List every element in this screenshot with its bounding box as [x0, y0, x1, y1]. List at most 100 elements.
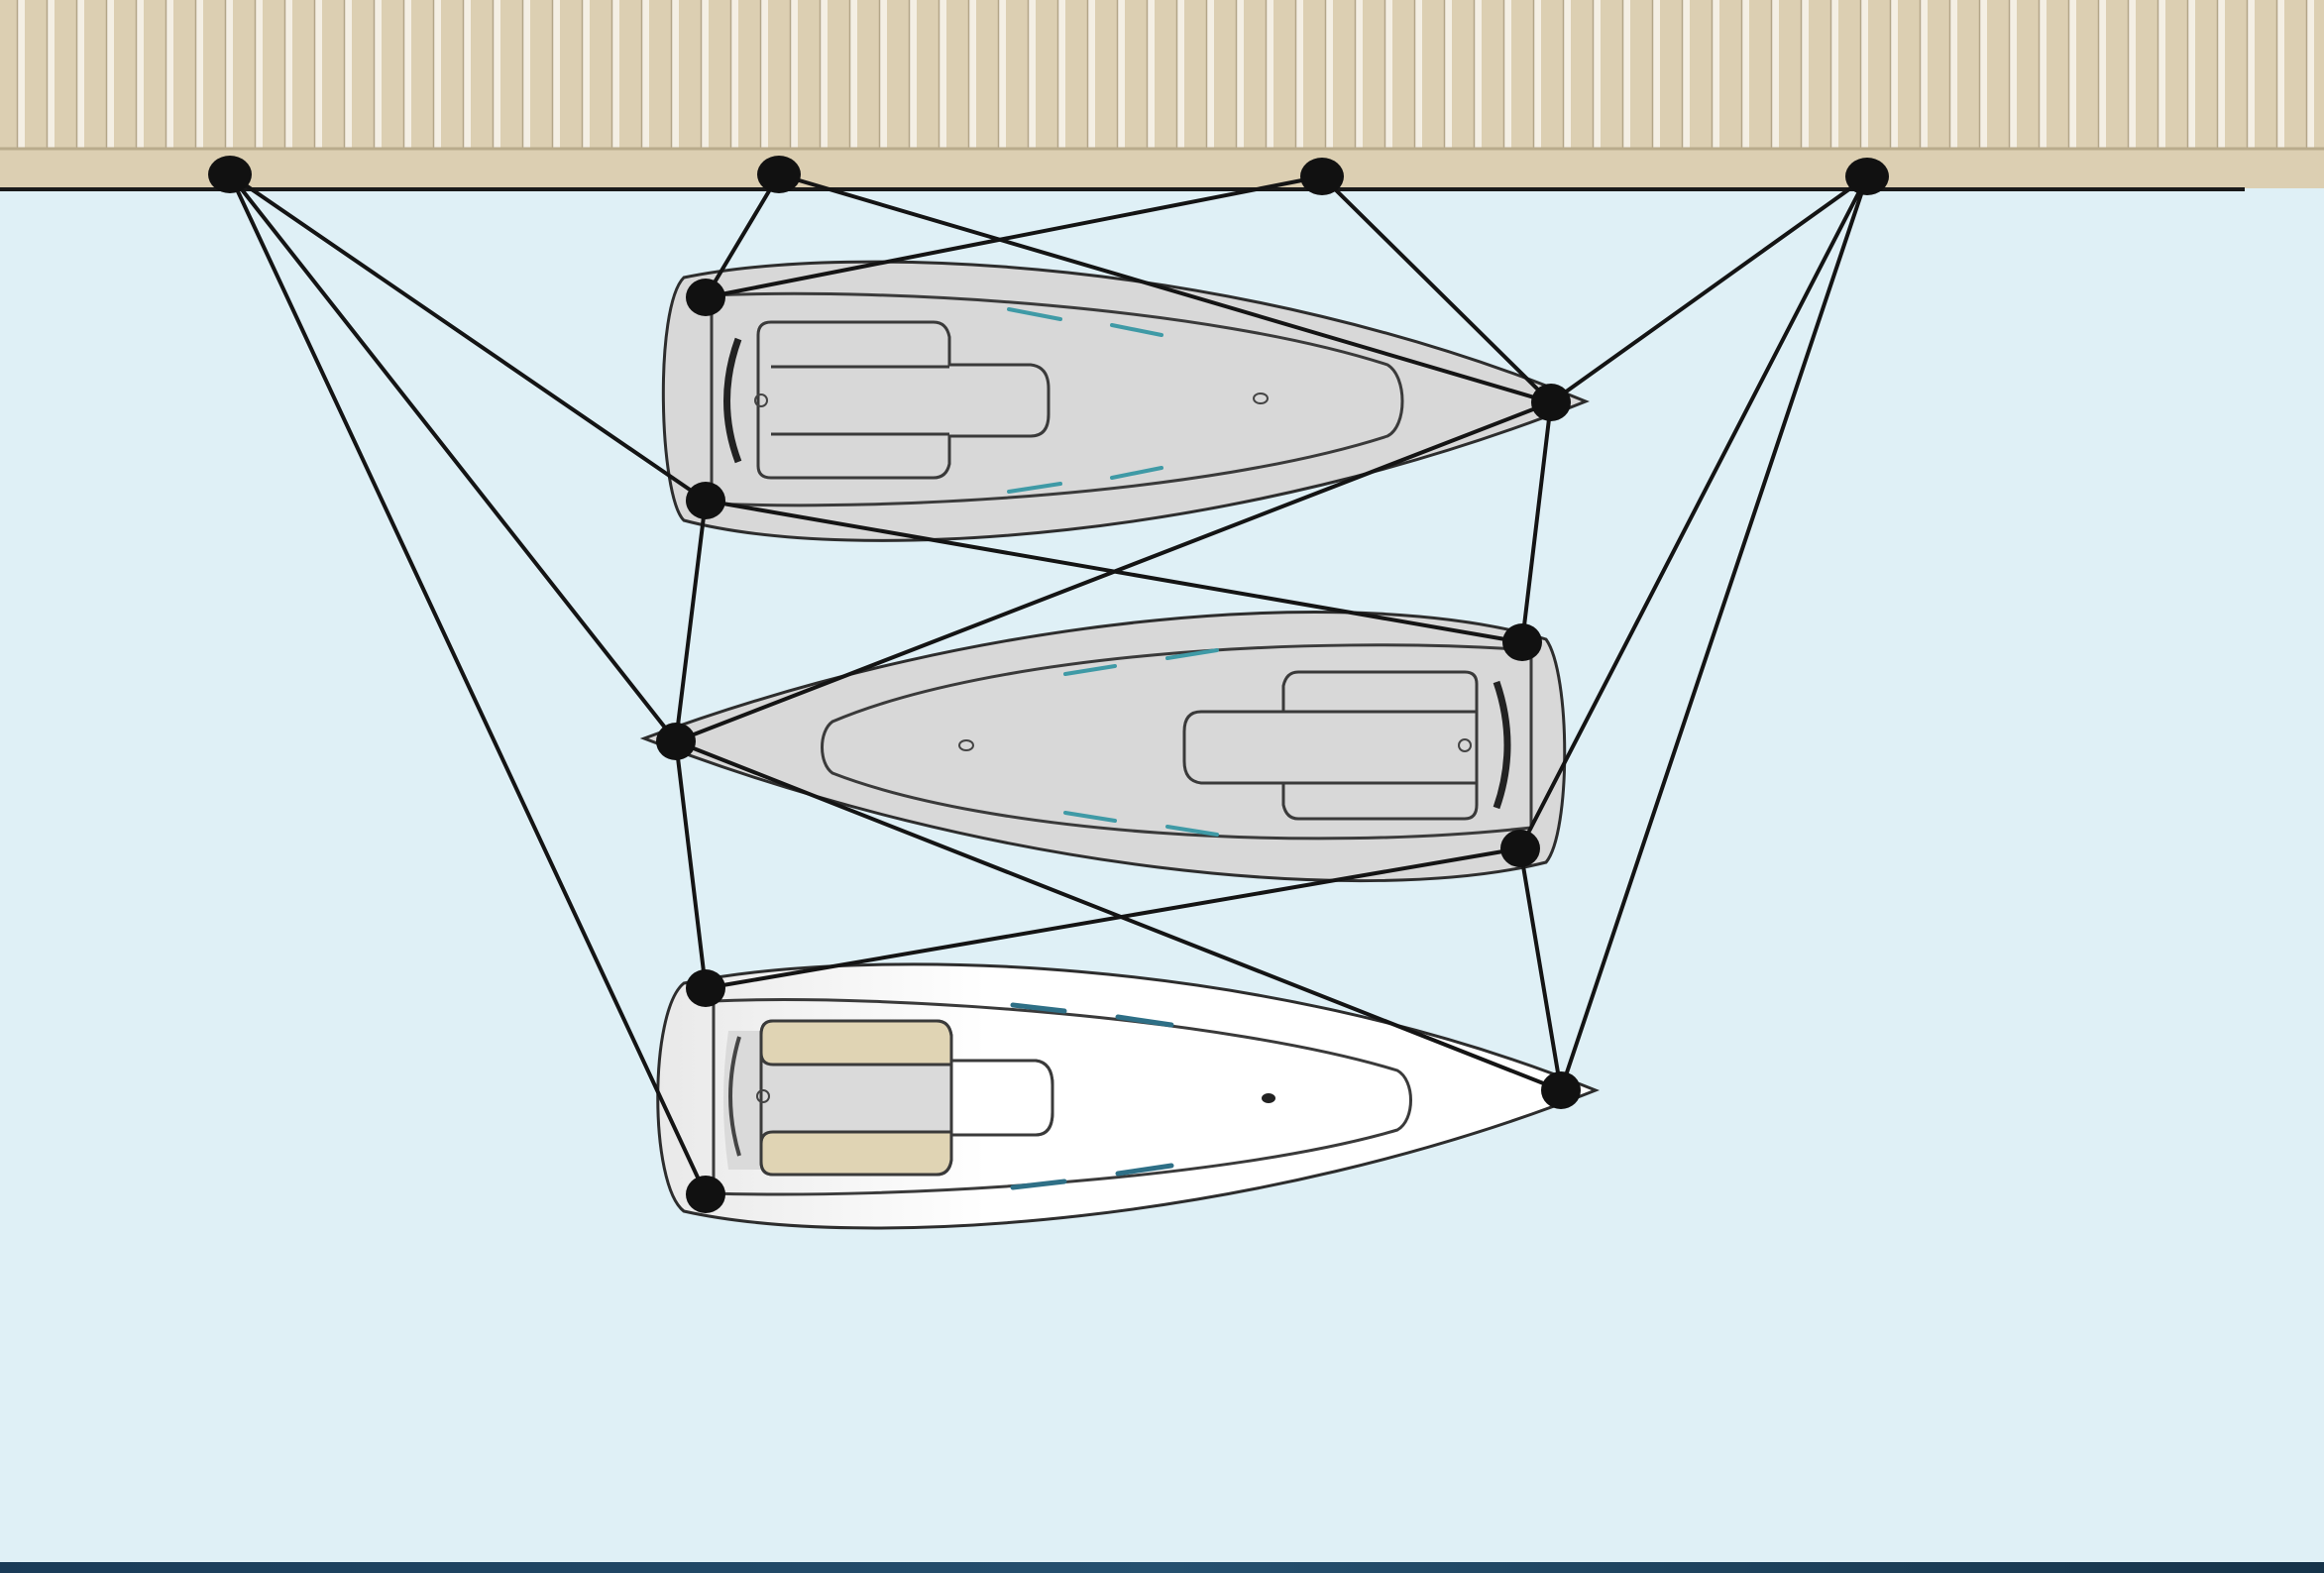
boat-1-hatch-icon: [1253, 393, 1269, 404]
mooring-line: [1320, 174, 1553, 404]
dock-plank-gap: [2277, 0, 2284, 149]
dock-plank-gap: [285, 0, 292, 149]
dock-plank-gap: [226, 0, 233, 149]
boat-2-portlight: [1165, 648, 1219, 660]
dock-plank-gap: [1415, 0, 1422, 149]
dock-plank-gap: [612, 0, 619, 149]
mooring-line: [674, 739, 708, 990]
dock-plank-gap: [1713, 0, 1719, 149]
mooring-line: [228, 172, 708, 503]
dock-plank-gap: [1445, 0, 1452, 149]
dock-plank-gap: [1772, 0, 1779, 149]
dock-cleat-icon: [1300, 158, 1344, 195]
mooring-line: [674, 400, 1553, 743]
boat-1-cabin: [756, 320, 1051, 480]
dock-plank-gap: [1118, 0, 1125, 149]
dock-plank-gap: [315, 0, 322, 149]
dock-plank-gap: [1921, 0, 1928, 149]
boat-3-cushion-bottom: [759, 1130, 953, 1177]
boat-1-portlight: [1007, 307, 1062, 321]
sailboat-1: [661, 260, 1590, 542]
boat-cleat-icon: [686, 279, 725, 316]
sailboat-3: [656, 962, 1601, 1230]
mooring-line: [777, 172, 1553, 404]
dock-cleat-icon: [208, 156, 252, 193]
boat-3-portlights: [1010, 1002, 1174, 1190]
dock-plank-gap: [1326, 0, 1333, 149]
dock-plank-gap: [1653, 0, 1660, 149]
mooring-line: [228, 172, 708, 1196]
dock-plank-gap: [434, 0, 441, 149]
dock-plank-gap: [702, 0, 709, 149]
boat-3-portlight: [1010, 1179, 1067, 1190]
boat-cleat-icon: [686, 482, 725, 519]
dock-plank-gap: [256, 0, 263, 149]
dock-plank-gap: [166, 0, 173, 149]
dock-plank-gap: [2248, 0, 2255, 149]
dock-plank-gap: [1356, 0, 1363, 149]
dock-plank-gap: [196, 0, 203, 149]
dock-plank-gap: [2010, 0, 2017, 149]
boat-3-portlight: [1115, 1163, 1174, 1177]
dock-plank-gap: [345, 0, 352, 149]
dock-plank-gap: [969, 0, 976, 149]
mooring-line: [1520, 400, 1553, 644]
boat-3-deck-line: [712, 998, 1412, 1196]
boat-cleat-icon: [1541, 1071, 1581, 1109]
dock-plank-gap: [1980, 0, 1987, 149]
dock-plank-gap: [2040, 0, 2047, 149]
dock-plank-gaps: [16, 0, 2314, 149]
dock-plank-gap: [1831, 0, 1838, 149]
dock-plank-gap: [494, 0, 500, 149]
boat-3-hatch-icon: [1262, 1093, 1275, 1103]
dock-plank-gap: [553, 0, 560, 149]
dock-plank-gap: [1594, 0, 1601, 149]
dock-plank-gap: [1058, 0, 1065, 149]
boat-1-portlight: [1110, 323, 1163, 337]
dock-plank-gap: [1742, 0, 1749, 149]
boat-2-portlight: [1063, 811, 1117, 823]
dock-plank-gap: [2188, 0, 2195, 149]
mooring-line: [704, 846, 1522, 990]
mooring-line: [1518, 174, 1869, 850]
mooring-lines: [228, 172, 1869, 1196]
dock-plank-gap: [107, 0, 114, 149]
dock-plank-gap: [2069, 0, 2076, 149]
boat-2-portlight: [1165, 825, 1219, 837]
boat-1-deck-line: [710, 291, 1404, 507]
dock-plank-gap: [821, 0, 828, 149]
mooring-line: [704, 174, 1324, 299]
boat-3-cushion-top: [759, 1019, 953, 1067]
bottom-edge-band: [0, 1562, 2324, 1573]
dock-plank-gap: [910, 0, 917, 149]
dock-plank-gap: [1683, 0, 1690, 149]
mooring-line: [704, 172, 781, 299]
mooring-line: [674, 499, 708, 743]
dock-plank-gap: [137, 0, 144, 149]
mooring-line: [1518, 846, 1563, 1092]
dock-plank-gap: [1385, 0, 1392, 149]
sailboat-2: [639, 611, 1567, 883]
dock-plank-gap: [1237, 0, 1244, 149]
boat-3-transom: [728, 1036, 741, 1157]
dock-plank-gap: [1296, 0, 1303, 149]
boat-2-portlights: [1063, 648, 1219, 837]
dock-plank-gap: [850, 0, 857, 149]
dock-plank-gap: [1088, 0, 1095, 149]
dock-plank-gap: [999, 0, 1006, 149]
dock-plank-gap: [940, 0, 946, 149]
dock-plank-gap: [1029, 0, 1036, 149]
boat-1-portlight: [1007, 482, 1062, 494]
boat-2-transom: [1493, 680, 1511, 810]
dock-plank-gap: [48, 0, 55, 149]
mooring-line: [1549, 174, 1869, 404]
boat-3-portlight: [1115, 1014, 1174, 1028]
dock-plank-gap: [404, 0, 411, 149]
boat-1-transom: [723, 337, 742, 464]
dock-plank-gap: [880, 0, 887, 149]
dock-plank-gap: [464, 0, 471, 149]
dock-plank-gap: [375, 0, 382, 149]
dock-plank-gap: [1623, 0, 1630, 149]
dock-stringer: [0, 149, 2324, 188]
